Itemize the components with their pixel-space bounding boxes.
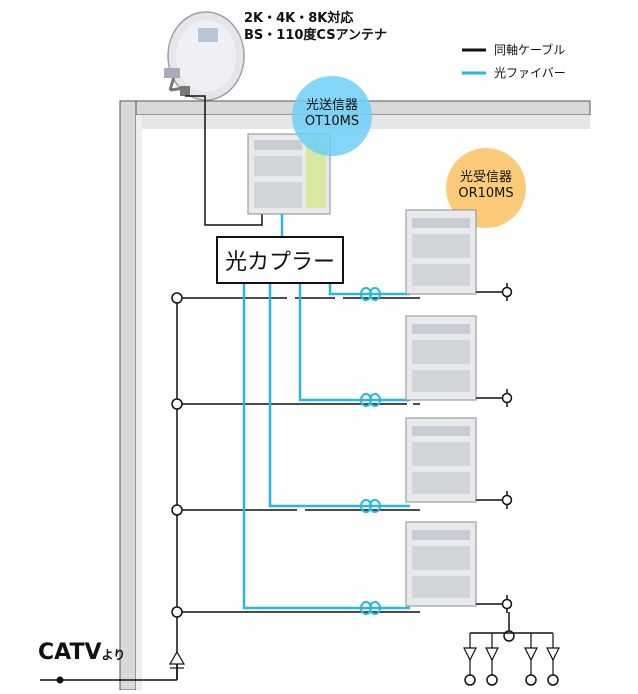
antenna-label: 2K・4K・8K対応 BS・110度CSアンテナ [244, 10, 387, 44]
branch-junction [171, 398, 183, 410]
splitter-icon [463, 647, 477, 662]
receiver-panel [412, 530, 470, 540]
transmitter-bubble [292, 76, 372, 156]
splitter-icon [485, 647, 499, 662]
receiver-panel [412, 218, 470, 228]
receiver-label: 光受信器 OR10MS [446, 170, 526, 202]
catv-text: CATV [38, 640, 102, 665]
receiver-name: 光受信器 [459, 170, 512, 185]
coax-antenna-to-transmitter [185, 95, 263, 226]
receiver-panel [412, 442, 470, 466]
terminal-outlet-icon [501, 598, 513, 610]
outlet-icon [486, 674, 498, 686]
catv-input-junction [56, 676, 64, 684]
transmitter-label: 光送信器 OT10MS [292, 98, 372, 130]
building-wall-left [119, 100, 137, 691]
receiver-panel [412, 472, 470, 494]
receiver-panel [412, 546, 470, 570]
receiver-panel [412, 340, 470, 364]
building-wall-inner-left [136, 115, 142, 690]
catv-label: CATVより [38, 640, 125, 665]
fiber-loop-icon [369, 499, 381, 513]
legend-fiber-label: 光ファイバー [494, 66, 566, 80]
splitter-icon [524, 647, 538, 662]
antenna-label-line2: BS・110度CSアンテナ [244, 28, 388, 43]
terminal-outlet-icon [501, 392, 513, 404]
outlet-icon [525, 674, 537, 686]
fiber-loop-icon [369, 601, 381, 615]
receiver-panel [412, 370, 470, 392]
receiver-model: OR10MS [458, 186, 514, 201]
catv-suffix: より [101, 648, 126, 662]
receiver-panel [412, 234, 470, 258]
transmitter-name: 光送信器 [305, 98, 358, 113]
optical-coupler: 光カプラー [216, 236, 344, 284]
branch-junction [171, 292, 183, 304]
fiber-drop-line [242, 284, 410, 610]
fiber-drop-line [298, 284, 410, 402]
outlet-icon [464, 674, 476, 686]
fiber-drop-line [328, 284, 410, 296]
splitter-icon [546, 647, 560, 662]
distribution-tree [470, 612, 553, 642]
catv-amplifier-icon [168, 650, 186, 680]
terminal-outlet-icon [501, 286, 513, 298]
antenna-label-line1: 2K・4K・8K対応 [244, 11, 354, 26]
satellite-dish-icon [164, 11, 245, 101]
fiber-loop-icon [369, 287, 381, 301]
receiver-panel [412, 576, 470, 598]
fiber-loop-icon [369, 393, 381, 407]
receiver-panel [412, 264, 470, 286]
coupler-label: 光カプラー [224, 250, 335, 275]
legend-coax-label: 同軸ケーブル [494, 43, 566, 57]
receiver-panel [412, 426, 470, 436]
receiver-panel [412, 324, 470, 334]
terminal-outlet-icon [501, 494, 513, 506]
transmitter-model: OT10MS [304, 114, 360, 129]
receiver-rows [171, 209, 560, 686]
branch-junction [171, 606, 183, 618]
branch-junction [171, 504, 183, 516]
fiber-drop-line [268, 284, 410, 508]
receiver-bubble [446, 148, 526, 228]
outlet-icon [547, 674, 559, 686]
